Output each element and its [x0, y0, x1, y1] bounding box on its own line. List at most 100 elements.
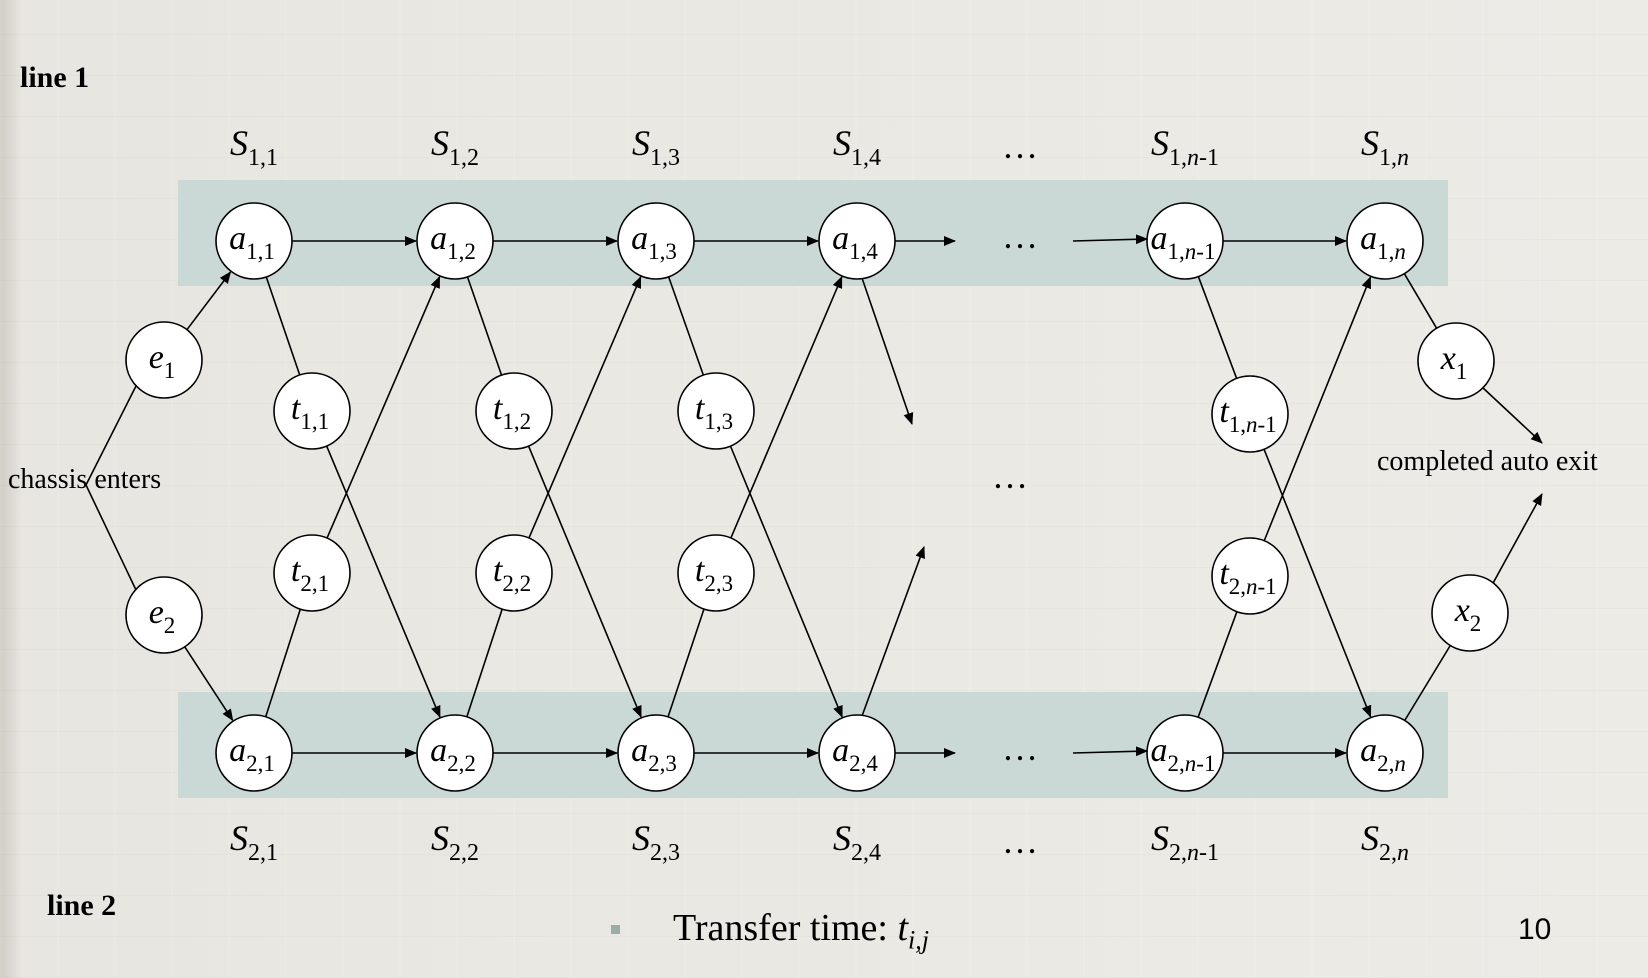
node-label-a22: a2,2: [430, 732, 476, 776]
node-x2: x2: [1431, 574, 1509, 652]
edge-t22-a13: [528, 275, 642, 539]
node-circle: [1146, 714, 1224, 792]
node-e2: e2: [125, 576, 203, 654]
line-1-band: [178, 180, 1448, 286]
node-label-a21: a2,1: [229, 732, 275, 776]
node-a1n: a1,n: [1346, 202, 1424, 280]
node-a24: a2,4: [818, 714, 896, 792]
node-circle: [677, 534, 755, 612]
ellipsis-5: …: [1002, 821, 1038, 861]
edges: [85, 234, 1543, 758]
node-circle: [1346, 202, 1424, 280]
node-label-t23: t2,3: [695, 552, 733, 596]
node-t12: t1,2: [475, 372, 553, 450]
edge-a21-t21: [264, 608, 302, 718]
ellipsis-4: …: [1002, 728, 1038, 768]
node-t11: t1,1: [273, 372, 351, 450]
edge-a2n-x2: [1404, 645, 1451, 721]
line-1-label: line 1: [20, 61, 89, 94]
footer-caption: Transfer time: ti,j: [673, 907, 929, 955]
page-number: 10: [1518, 913, 1552, 946]
ellipsis-1: …: [1002, 126, 1038, 166]
node-circle: [273, 372, 351, 450]
edge-a12-t12: [466, 276, 503, 376]
node-circle: [617, 714, 695, 792]
edge-a11-t11: [265, 276, 301, 376]
node-circle: [416, 202, 494, 280]
node-a14: a1,4: [818, 202, 896, 280]
node-label-a12: a1,2: [430, 220, 476, 264]
node-circle: [125, 321, 203, 399]
edge-t1n1-a2n: [1263, 449, 1372, 718]
node-label-t13: t1,3: [695, 390, 733, 434]
node-a21: a2,1: [215, 714, 293, 792]
node-label-t2n1: t2,n-1: [1219, 555, 1276, 599]
node-label-x1: x1: [1440, 340, 1468, 384]
node-circle: [475, 372, 553, 450]
node-circle: [273, 534, 351, 612]
node-a22: a2,2: [416, 714, 494, 792]
node-a23: a2,3: [617, 714, 695, 792]
edge-e2-a21: [184, 646, 234, 722]
station-label-2-3: S2,3: [632, 818, 680, 866]
edge-e1-a11: [186, 271, 232, 331]
station-label-1-1: S1,1: [230, 123, 278, 171]
edge-a24-transfer-stub: [861, 546, 925, 717]
edge-x1-exit: [1481, 386, 1543, 444]
edge-a23-t23: [667, 608, 705, 718]
node-label-a1n1: a1,n-1: [1151, 220, 1216, 264]
node-label-t22: t2,2: [493, 552, 531, 596]
station-label-1-4: S1,4: [833, 123, 881, 171]
node-label-a24: a2,4: [832, 732, 878, 776]
station-label-1-2: S1,2: [431, 123, 479, 171]
line-2-band: [178, 692, 1448, 798]
node-label-a11: a1,1: [229, 220, 275, 264]
station-label-2-2: S2,2: [431, 818, 479, 866]
node-circle: [215, 202, 293, 280]
edge-x2-exit: [1491, 493, 1543, 586]
station-label-2-4: S2,4: [833, 818, 881, 866]
node-circle: [475, 534, 553, 612]
node-a12: a1,2: [416, 202, 494, 280]
node-label-t11: t1,1: [291, 390, 329, 434]
edge-a22-t22: [466, 608, 503, 718]
node-label-a2n: a2,n: [1360, 732, 1406, 776]
edge-t23-a14: [730, 275, 843, 539]
station-label-2-n: S2,n: [1361, 818, 1409, 866]
node-circle: [1211, 375, 1289, 453]
edge-t2n1-a1n: [1263, 276, 1372, 542]
node-label-t1n1: t1,n-1: [1219, 393, 1276, 437]
completed-auto-exit-label: completed auto exit: [1377, 446, 1598, 477]
edge-t13-a24: [729, 445, 843, 718]
line-2-label: line 2: [47, 889, 116, 922]
node-t1n1: t1,n-1: [1211, 375, 1289, 453]
edge-stub-a1n1: [1072, 234, 1148, 245]
node-circle: [677, 372, 755, 450]
edge-a13-t13: [667, 276, 705, 376]
edge-a2n1-t2n1: [1197, 611, 1238, 718]
node-circle: [1346, 714, 1424, 792]
node-circle: [1417, 322, 1495, 400]
node-label-a2n1: a2,n-1: [1151, 732, 1216, 776]
node-label-a13: a1,3: [631, 220, 677, 264]
node-circle: [818, 202, 896, 280]
node-t2n1: t2,n-1: [1211, 537, 1289, 615]
node-a11: a1,1: [215, 202, 293, 280]
node-label-t12: t1,2: [493, 390, 531, 434]
edge-enter-e1: [85, 385, 137, 486]
node-circle: [1211, 537, 1289, 615]
node-a13: a1,3: [617, 202, 695, 280]
node-label-e2: e2: [149, 594, 176, 638]
edge-a1n1-t1n1: [1197, 276, 1238, 379]
edge-a14-transfer-stub: [861, 277, 914, 425]
node-label-a14: a1,4: [832, 220, 878, 264]
station-label-2-1: S2,1: [230, 818, 278, 866]
chassis-enters-label: chassis enters: [8, 464, 161, 495]
station-label-1-n: S1,n: [1361, 123, 1409, 171]
node-a2n1: a2,n-1: [1146, 714, 1224, 792]
edge-enter-e2: [85, 484, 137, 591]
node-label-t21: t2,1: [291, 552, 329, 596]
